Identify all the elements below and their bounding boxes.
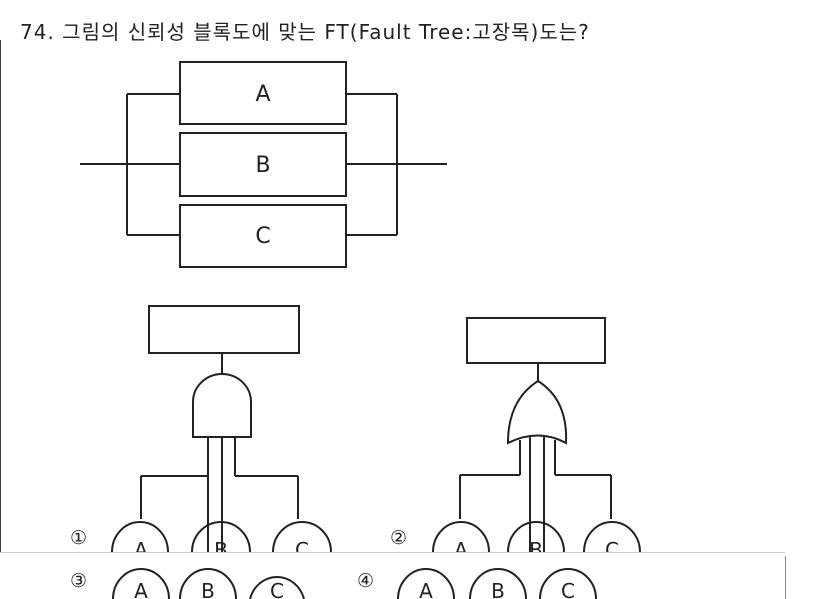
opt3-event-c-label: C <box>270 579 284 599</box>
question-text: 74. 그림의 신뢰성 블록도에 맞는 FT(Fault Tree:고장목)도는… <box>20 20 590 44</box>
ft1-event-a-label: A <box>134 538 148 562</box>
event-circle-c <box>272 521 332 552</box>
block-b-label: B <box>255 153 270 178</box>
or-gate-icon <box>506 379 568 445</box>
event-circle-b <box>191 521 251 552</box>
ft2-event-c-label: C <box>605 538 619 562</box>
option-2-marker[interactable]: ② <box>390 527 408 549</box>
option-3-events <box>112 568 305 599</box>
opt4-event-a-label: A <box>419 579 433 599</box>
ft2-event-b-label: B <box>529 538 543 562</box>
and-gate-icon <box>192 373 252 438</box>
fault-tree-or <box>432 317 641 552</box>
opt4-event-b-label: B <box>491 579 505 599</box>
option-4-marker[interactable]: ④ <box>357 570 375 592</box>
right-border <box>785 556 786 599</box>
option-4-events <box>397 568 597 599</box>
ft2-event-a-label: A <box>454 538 468 562</box>
block-c-label: C <box>255 224 270 249</box>
option-3-marker[interactable]: ③ <box>70 570 88 592</box>
opt3-event-b-label: B <box>201 579 215 599</box>
event-circle-a <box>432 521 490 552</box>
top-event-box <box>148 305 300 354</box>
event-circle-b <box>507 521 565 552</box>
fault-tree-and <box>111 305 332 552</box>
reliability-block-diagram <box>80 61 447 268</box>
ft1-event-c-label: C <box>295 538 309 562</box>
event-circle-c <box>583 521 641 552</box>
left-border <box>0 40 1 552</box>
ft1-event-b-label: B <box>214 538 228 562</box>
block-a-label: A <box>255 82 270 107</box>
event-circle-a <box>111 521 169 552</box>
option-1-marker[interactable]: ① <box>70 527 88 549</box>
top-event-box <box>466 317 606 364</box>
opt3-event-a-label: A <box>134 579 148 599</box>
opt4-event-c-label: C <box>561 579 575 599</box>
section-divider <box>0 552 785 553</box>
